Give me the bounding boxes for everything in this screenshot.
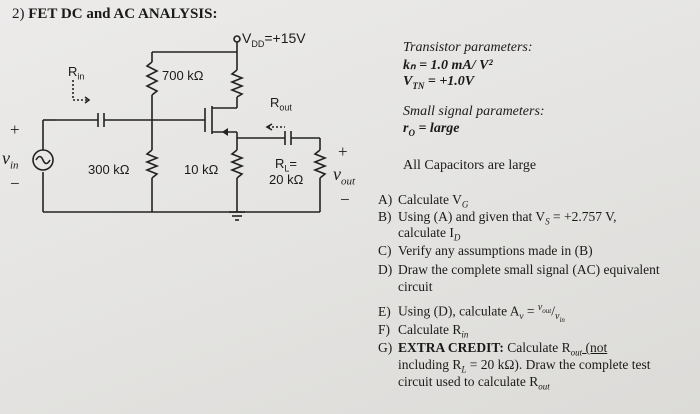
vdd-node: [233, 35, 241, 43]
question-f: F)Calculate Rin: [378, 322, 469, 340]
question-a: A)Calculate VG: [378, 192, 469, 210]
question-g-line3: circuit used to calculate Rout: [398, 374, 550, 392]
question-d-line2: circuit: [398, 279, 433, 294]
ro-value: rO = large: [403, 121, 460, 138]
vdd-label: VDD=+15V: [242, 30, 306, 49]
kn-value: kₙ = 1.0 mA/ V²: [403, 58, 493, 73]
question-b: B)Using (A) and given that VS = +2.757 V…: [378, 209, 617, 227]
r700-label: 700 kΩ: [162, 68, 204, 83]
mosfet-arrow: [222, 128, 228, 136]
rl-value: 20 kΩ: [269, 172, 304, 187]
problem-title: 2) FET DC and AC ANALYSIS:: [12, 6, 218, 23]
capacitors-note: All Capacitors are large: [403, 158, 537, 173]
circuit-diagram: [32, 35, 328, 221]
small-signal-heading: Small signal parameters:: [403, 104, 545, 119]
question-g-line2: including RL = 20 kΩ). Draw the complete…: [398, 357, 651, 375]
vin-source: [32, 149, 54, 171]
problem-heading: FET DC and AC ANALYSIS:: [28, 6, 218, 22]
question-c: C)Verify any assumptions made in (B): [378, 243, 593, 258]
question-d: D)Draw the complete small signal (AC) eq…: [378, 262, 660, 277]
vin-label: vin: [2, 148, 19, 172]
vout-label: vout: [333, 164, 356, 188]
vtn-value: VTN = +1.0V: [403, 74, 475, 91]
problem-number: 2): [12, 6, 25, 22]
resistor-load: [312, 149, 328, 179]
resistor-drain: [229, 69, 245, 98]
resistor-700k: [145, 61, 159, 96]
resistor-10k: [144, 149, 160, 179]
question-e: E)Using (D), calculate Av = vout/vin: [378, 302, 565, 325]
question-b-line2: calculate ID: [398, 225, 461, 243]
rin-label: Rin: [68, 64, 85, 82]
rl-label: RL=: [275, 156, 297, 174]
transistor-heading: Transistor parameters:: [403, 40, 533, 55]
resistor-source: [229, 149, 245, 179]
vout-minus: −: [340, 190, 350, 209]
vin-plus: +: [10, 120, 20, 139]
vin-minus: −: [10, 174, 20, 193]
rout-label: Rout: [270, 95, 292, 113]
vout-plus: +: [338, 142, 348, 161]
r10k-label: 10 kΩ: [184, 162, 219, 177]
r300-label: 300 kΩ: [88, 162, 130, 177]
question-g: G)EXTRA CREDIT: Calculate Rout (not: [378, 340, 608, 358]
